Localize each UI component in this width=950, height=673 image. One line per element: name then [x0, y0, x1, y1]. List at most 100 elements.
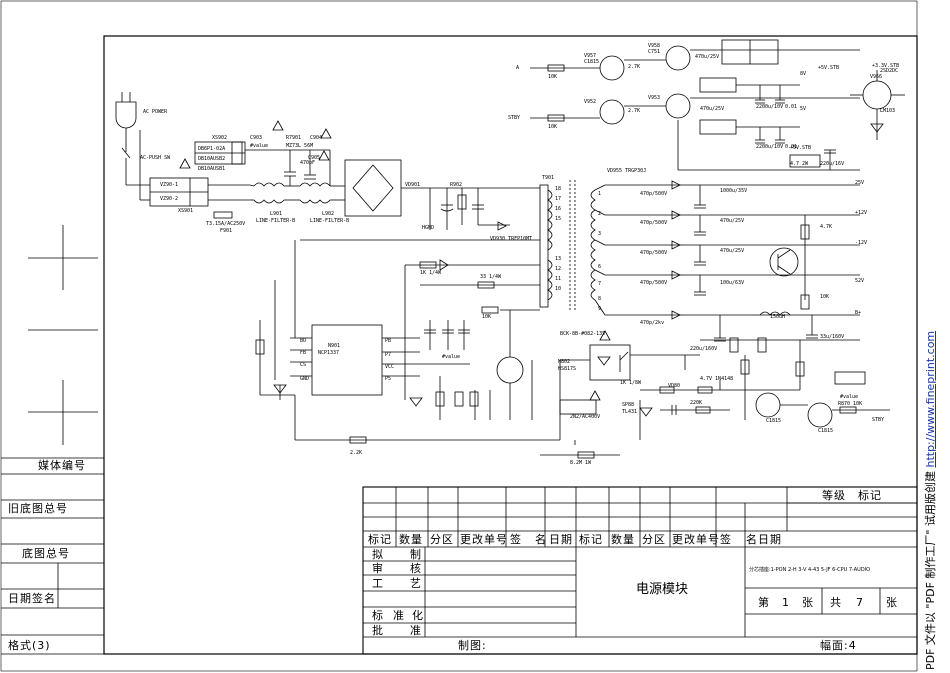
rail-m12v-label: -12V	[855, 240, 868, 246]
svg-text:1000u/35V: 1000u/35V	[720, 188, 747, 194]
svg-text:DB10AUSB2: DB10AUSB2	[198, 156, 225, 162]
in-a-label: A	[516, 65, 520, 71]
svg-text:#value: #value	[250, 143, 268, 149]
svg-text:8: 8	[598, 296, 601, 302]
rev-header-qty-1: 数量	[399, 533, 423, 546]
role-draft-1: 拟	[372, 548, 384, 561]
svg-text:13: 13	[555, 256, 561, 262]
rev-header-change-1: 更改单号	[460, 533, 508, 546]
role-review-1: 审	[372, 562, 384, 575]
n901-label: N901	[328, 343, 341, 349]
svg-text:470pF: 470pF	[300, 160, 315, 166]
sheet-number: 1	[782, 596, 790, 609]
rev-header-qty-2: 数量	[611, 533, 635, 546]
svg-text:15: 15	[555, 216, 561, 222]
rev-header-mark-1: 标记	[368, 533, 392, 546]
vz901-label: VZ90-1	[160, 182, 179, 188]
rail-bplus-label: B+	[855, 310, 862, 316]
role-standard-3: 化	[412, 609, 424, 622]
svg-text:470u/25V: 470u/25V	[700, 106, 724, 112]
drawn-by-label: 制图:	[458, 639, 487, 652]
svg-text:1K 1/4W: 1K 1/4W	[420, 270, 442, 276]
base-total-label: 底图总号	[22, 547, 70, 560]
svg-text:10: 10	[555, 286, 561, 292]
date-sign-label: 日期签名	[8, 592, 56, 605]
sp8-label: SP88	[622, 402, 635, 408]
r870-label: R870 10K	[838, 401, 863, 407]
fineprint-link[interactable]: http://www.fineprint.com	[924, 330, 937, 468]
svg-text:0.01: 0.01	[785, 144, 797, 150]
hs817-label: HS817S	[558, 366, 577, 372]
svg-text:2N2/AC400V: 2N2/AC400V	[570, 414, 600, 420]
out-8v-label: 8V	[800, 71, 807, 77]
svg-text:470u/25V: 470u/25V	[720, 248, 744, 254]
svg-text:470p/500V: 470p/500V	[640, 191, 667, 197]
line-filter-a-label: LINE-FILTER-B	[256, 218, 296, 224]
c751-label: C751	[648, 49, 661, 55]
tl431-label: TL431	[622, 409, 638, 415]
svg-text:VD955 TRGP30J: VD955 TRGP30J	[607, 168, 646, 174]
svg-text:220u/16V: 220u/16V	[820, 161, 844, 167]
c903-label: C903	[250, 135, 263, 141]
rev-header-date-2: 日期	[758, 533, 782, 546]
svg-text:100u/63V: 100u/63V	[720, 280, 744, 286]
c905-label: C905	[308, 155, 321, 161]
v953-label: V953	[648, 95, 661, 101]
in-stby-label: STBY	[508, 115, 521, 121]
svg-text:17: 17	[555, 196, 561, 202]
svg-text:VD901: VD901	[405, 182, 420, 188]
watermark-prefix: PDF 文件以 "PDF 制作工厂" 试用版创建	[924, 467, 937, 670]
role-review-2: 核	[410, 562, 422, 575]
svg-text:LM103: LM103	[880, 108, 895, 114]
t901-type-label: BCK-8B-#082-135	[560, 331, 606, 337]
svg-text:PB: PB	[385, 338, 391, 344]
svg-text:33 1/4W: 33 1/4W	[480, 274, 502, 280]
rev-header-date-1: 日期	[549, 533, 573, 546]
svg-text:1: 1	[598, 191, 601, 197]
xs902-label: XS902	[212, 135, 228, 141]
rev-header-sign-1: 签	[510, 533, 522, 546]
svg-text:16: 16	[555, 206, 561, 212]
n802-label: N802	[558, 359, 571, 365]
svg-text:2200u/10V: 2200u/10V	[756, 144, 783, 150]
out-5v-label: 5V	[800, 106, 807, 112]
line-filter-b-label: LINE-FILTER-B	[310, 218, 350, 224]
rev-header-change-2: 更改单号	[672, 533, 720, 546]
mark-label: 标记	[858, 489, 882, 502]
c1815-label: C1815	[584, 59, 600, 65]
plus3v3-label: +3.3V.STB	[872, 63, 900, 69]
svg-text:9: 9	[598, 306, 601, 312]
v958-label: V958	[648, 43, 661, 49]
r7901-label: R7901	[286, 135, 302, 141]
svg-text:470p/500V: 470p/500V	[640, 220, 667, 226]
svg-text:10K: 10K	[548, 124, 557, 130]
v957-label: V957	[584, 53, 597, 59]
svg-text:6: 6	[598, 264, 601, 270]
svg-text:P5: P5	[385, 376, 391, 382]
svg-text:R902: R902	[450, 182, 462, 188]
rev-header-name-1: 名	[535, 533, 547, 546]
svg-text:2SD2DC: 2SD2DC	[880, 68, 898, 74]
svg-text:10K: 10K	[482, 314, 491, 320]
f901-label: F901	[220, 228, 233, 234]
svg-text:DB10AUSB1: DB10AUSB1	[198, 166, 225, 172]
svg-text:470u/25V: 470u/25V	[720, 218, 744, 224]
l902-label: L902	[322, 211, 335, 217]
svg-text:#value: #value	[442, 354, 460, 360]
total-label: 共	[830, 596, 842, 609]
svg-text:C1815: C1815	[766, 418, 781, 424]
svg-text:12: 12	[555, 266, 561, 272]
svg-text:FB: FB	[300, 350, 306, 356]
svg-text:VD930 TRFP10MT: VD930 TRFP10MT	[490, 236, 532, 242]
svg-text:220K: 220K	[690, 400, 702, 406]
svg-text:1K 1/8W: 1K 1/8W	[620, 380, 642, 386]
role-standard-1: 标	[372, 609, 384, 622]
svg-text:3: 3	[598, 231, 601, 237]
sheet-unit: 张	[802, 596, 814, 609]
svg-text:150uH: 150uH	[770, 314, 785, 320]
svg-text:4.7K: 4.7K	[820, 224, 832, 230]
svg-text:0.01: 0.01	[785, 104, 797, 110]
rev-header-zone-1: 分区	[430, 533, 454, 546]
svg-text:P7: P7	[385, 352, 391, 358]
svg-text:2200u/10V: 2200u/10V	[756, 104, 783, 110]
